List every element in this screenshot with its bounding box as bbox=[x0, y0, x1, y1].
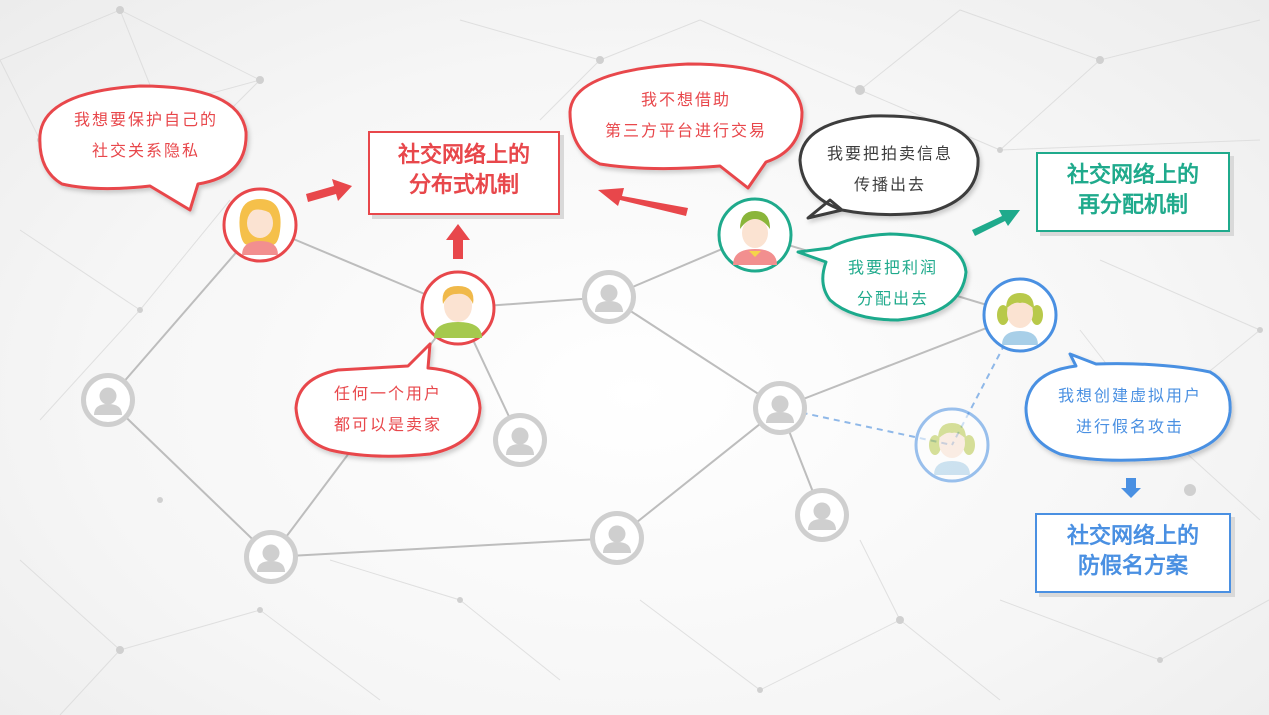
bubble-line: 我不想借助 bbox=[640, 90, 731, 109]
arrow-icon bbox=[972, 210, 1020, 236]
bubble-line: 我要把拍卖信息 bbox=[826, 144, 953, 163]
user-avatar-icon bbox=[222, 187, 298, 263]
arrow-icon bbox=[446, 224, 470, 259]
speech-bubble-broadcast bbox=[798, 114, 980, 220]
speech-bubble-any-user bbox=[294, 342, 482, 458]
box-line: 分布式机制 bbox=[408, 173, 519, 198]
distributed-mechanism-box: 社交网络上的 分布式机制 bbox=[368, 131, 560, 215]
bubble-line: 我想要保护自己的 bbox=[73, 110, 218, 129]
anti-sybil-scheme-box: 社交网络上的 防假名方案 bbox=[1035, 513, 1231, 593]
box-line: 社交网络上的 bbox=[397, 143, 530, 168]
speech-bubble-profit bbox=[796, 232, 968, 322]
sybil-avatar-icon bbox=[914, 407, 990, 483]
bubble-line: 进行假名攻击 bbox=[1075, 417, 1184, 436]
bubble-line: 我要把利润 bbox=[847, 258, 938, 277]
bubble-text-no-third-party: 我不想借助 第三方平台进行交易 bbox=[576, 84, 796, 146]
arrow-icon bbox=[1121, 478, 1141, 498]
bubble-line: 第三方平台进行交易 bbox=[604, 121, 767, 140]
bubble-line: 分配出去 bbox=[856, 289, 929, 308]
generic-user-icon bbox=[582, 270, 636, 324]
generic-user-icon bbox=[81, 373, 135, 427]
generic-user-icon bbox=[493, 413, 547, 467]
arrow-icon bbox=[306, 179, 352, 202]
user-avatar-icon bbox=[982, 277, 1058, 353]
box-line: 防假名方案 bbox=[1077, 554, 1188, 579]
bubble-line: 我想创建虚拟用户 bbox=[1057, 386, 1202, 405]
bubble-text-any-user: 任何一个用户 都可以是卖家 bbox=[302, 378, 474, 440]
user-avatar-icon bbox=[717, 197, 793, 273]
bubble-line: 都可以是卖家 bbox=[333, 415, 442, 434]
bubble-text-profit: 我要把利润 分配出去 bbox=[822, 252, 964, 314]
bubble-line: 任何一个用户 bbox=[333, 384, 442, 403]
box-line: 社交网络上的 bbox=[1066, 163, 1199, 188]
arrow-icon bbox=[598, 188, 688, 216]
bubble-text-sybil: 我想创建虚拟用户 进行假名攻击 bbox=[1032, 380, 1228, 442]
speech-bubble-no-third-party bbox=[568, 62, 804, 190]
box-line: 再分配机制 bbox=[1077, 193, 1188, 218]
redistribution-mechanism-box: 社交网络上的 再分配机制 bbox=[1036, 152, 1230, 232]
bubble-text-broadcast: 我要把拍卖信息 传播出去 bbox=[804, 138, 976, 200]
speech-bubble-privacy bbox=[38, 84, 248, 212]
generic-user-icon bbox=[795, 488, 849, 542]
bubble-line: 传播出去 bbox=[853, 175, 926, 194]
bubble-text-privacy: 我想要保护自己的 社交关系隐私 bbox=[52, 104, 240, 166]
speech-bubble-sybil bbox=[1024, 352, 1232, 462]
bubble-line: 社交关系隐私 bbox=[91, 141, 200, 160]
generic-user-icon bbox=[590, 511, 644, 565]
generic-user-icon bbox=[244, 530, 298, 584]
user-avatar-icon bbox=[420, 270, 496, 346]
generic-user-icon bbox=[753, 381, 807, 435]
box-line: 社交网络上的 bbox=[1066, 524, 1199, 549]
